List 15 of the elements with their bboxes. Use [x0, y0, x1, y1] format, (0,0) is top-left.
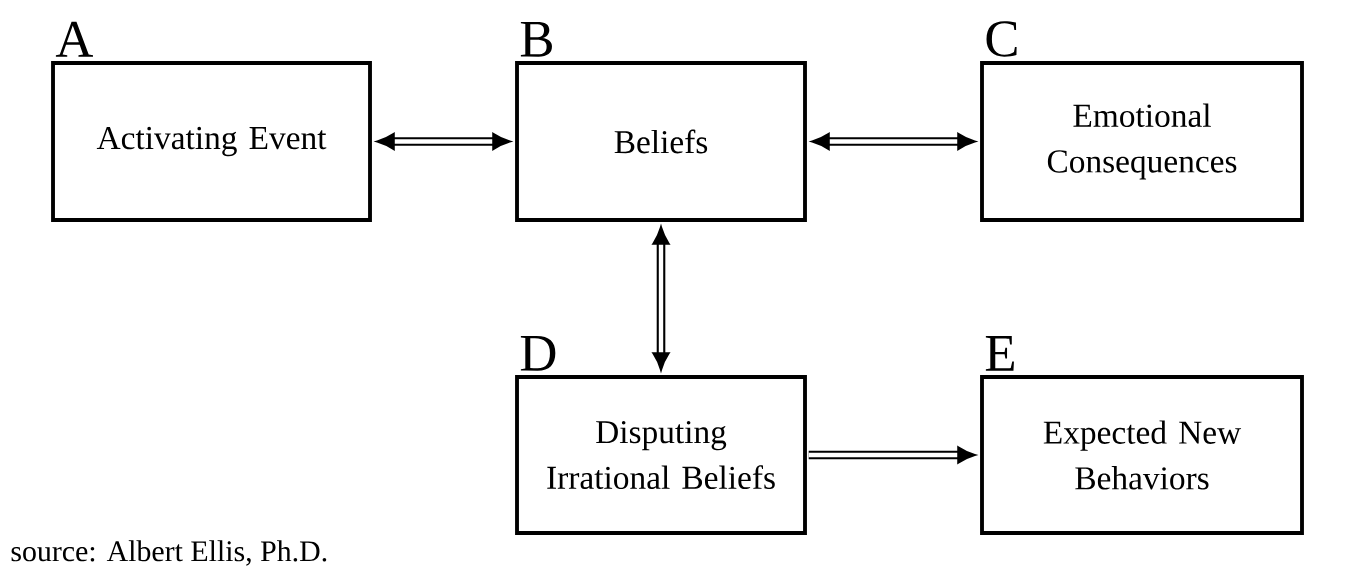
- box-letter: D: [520, 336, 556, 371]
- box-letter: A: [55, 21, 94, 57]
- arrow: [376, 132, 511, 151]
- arrow: [811, 132, 976, 151]
- source-note: source: Albert Ellis, Ph.D.: [11, 540, 327, 566]
- box-letter: B: [520, 21, 552, 57]
- box-letter: E: [985, 336, 1014, 371]
- process-box: Expected New Behaviors: [980, 375, 1304, 535]
- process-box: Activating Event: [51, 61, 372, 222]
- process-box: Disputing Irrational Beliefs: [515, 375, 807, 535]
- process-box: Emotional Consequences: [980, 61, 1304, 222]
- process-box: Beliefs: [515, 61, 807, 222]
- arrow: [808, 446, 976, 464]
- arrow: [652, 226, 670, 371]
- box-letter: C: [986, 21, 1017, 57]
